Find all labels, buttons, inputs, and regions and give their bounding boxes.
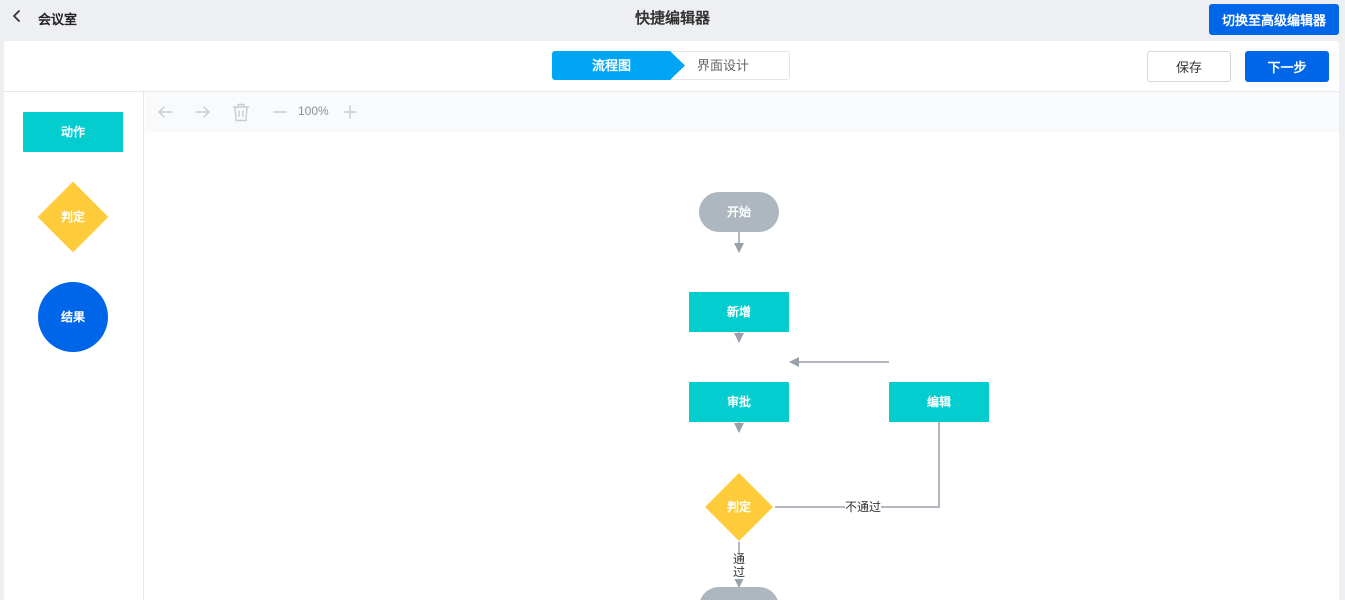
palette-action-node[interactable]: 动作: [23, 112, 123, 152]
flow-node-approve[interactable]: 审批: [689, 382, 789, 422]
step-tabs: 界面设计 流程图: [552, 51, 790, 80]
palette-decision-node[interactable]: 判定: [37, 181, 109, 253]
zoom-out-icon[interactable]: [269, 101, 291, 123]
steps-bar: 界面设计 流程图 保存 下一步: [4, 41, 1339, 92]
page-title: 快捷编辑器: [634, 10, 710, 27]
switch-advanced-editor-button[interactable]: 切换至高级编辑器: [1209, 4, 1339, 35]
palette-decision-label: 判定: [60, 210, 85, 224]
trash-icon[interactable]: [230, 101, 252, 123]
flow-node-decision[interactable]: 判定: [704, 472, 774, 542]
top-bar: 会议室 快捷编辑器 切换至高级编辑器: [0, 0, 1345, 40]
flow-node-start[interactable]: 开始: [699, 192, 779, 232]
edge-label-pass: 通过: [732, 552, 746, 579]
undo-icon[interactable]: [154, 101, 176, 123]
back-button[interactable]: 会议室: [10, 6, 77, 30]
save-button[interactable]: 保存: [1147, 51, 1231, 82]
flow-node-add[interactable]: 新增: [689, 292, 789, 332]
redo-icon[interactable]: [192, 101, 214, 123]
palette-result-node[interactable]: 结果: [38, 282, 108, 352]
tab-ui-design-label: 界面设计: [696, 58, 749, 73]
editor-card: 界面设计 流程图 保存 下一步 动作 判定 结果 100%: [4, 41, 1339, 600]
chevron-left-icon: [10, 9, 24, 28]
zoom-in-icon[interactable]: [339, 101, 361, 123]
node-palette: 动作 判定 结果: [4, 92, 144, 600]
edge-decision-to-edit: [775, 382, 944, 508]
canvas-toolbar: 100%: [145, 92, 1339, 132]
zoom-level: 100%: [298, 104, 329, 118]
back-label: 会议室: [38, 11, 78, 27]
flow-node-end[interactable]: 结束: [699, 587, 779, 600]
tab-flowchart[interactable]: 流程图: [552, 51, 685, 80]
flow-canvas[interactable]: 开始 新增 审批 编辑 判定 结束 不通过 通过: [145, 132, 1339, 600]
next-step-button[interactable]: 下一步: [1245, 51, 1329, 82]
flow-node-edit[interactable]: 编辑: [889, 382, 989, 422]
flow-node-decision-label: 判定: [726, 500, 751, 514]
edge-label-reject: 不通过: [845, 500, 882, 514]
